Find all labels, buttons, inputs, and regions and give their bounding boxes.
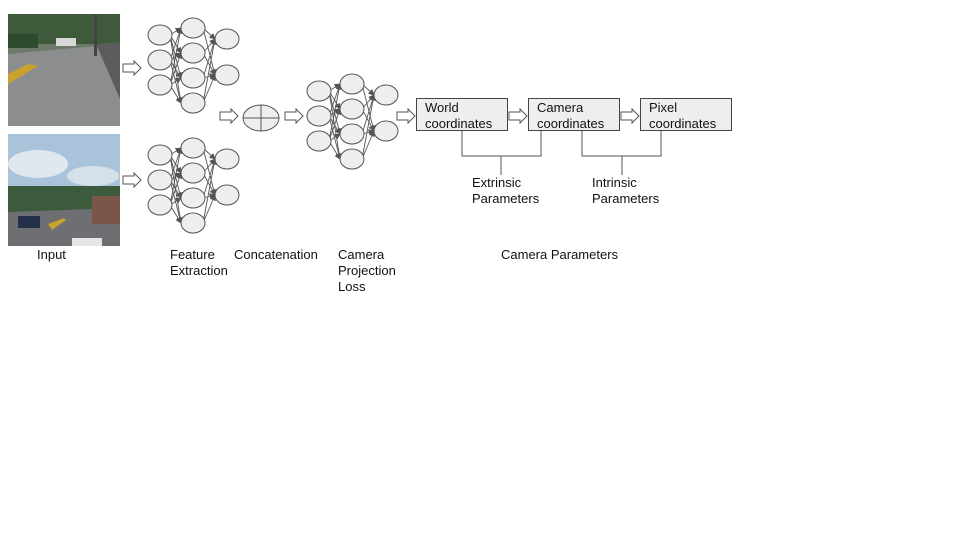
camera-coordinates-box: Camera coordinates [528,98,620,131]
network-node [373,120,399,142]
connection-arrow [361,130,375,160]
connection-arrow [202,147,217,196]
connection-arrow [202,194,216,224]
connection-arrow [202,158,218,224]
network-node [180,42,206,64]
network-node [339,148,365,170]
connection-arrow [202,38,218,104]
network-node [147,144,173,166]
network-node [180,212,206,234]
connection-arrow [328,108,342,142]
network-node [180,137,206,159]
camera-projection-loss-network [306,73,399,170]
network-node [339,98,365,120]
network-node [180,67,206,89]
world-coordinates-box: World coordinates [416,98,508,131]
input-image-top [8,14,120,126]
connection-arrow [169,52,183,86]
concatenation-symbol [242,104,280,132]
input-label: Input [37,247,66,262]
network-node [306,80,332,102]
extrinsic-parameters-label: Extrinsic Parameters [472,175,540,206]
connection-arrow [169,147,184,206]
network-node [180,162,206,184]
extrinsic-bracket [461,131,542,175]
network-node [180,92,206,114]
network-node [147,24,173,46]
network-node [214,28,240,50]
network-node [214,148,240,170]
connection-arrow [361,94,376,135]
camera-projection-loss-label: Camera Projection Loss [338,247,396,294]
network-node [339,73,365,95]
network-node [147,74,173,96]
connection-arrow [169,27,184,86]
connection-arrow [361,94,377,160]
intrinsic-parameters-label: Intrinsic Parameters [592,175,660,206]
flow-arrow [284,107,304,125]
network-node [180,17,206,39]
connection-arrow [328,83,343,142]
connection-arrow [361,83,376,132]
block-arrows [122,59,640,189]
pixel-coordinates-box: Pixel coordinates [640,98,732,131]
network-node [373,84,399,106]
connection-arrow [202,27,217,76]
network-node [339,123,365,145]
network-node [306,105,332,127]
network-node [147,194,173,216]
flow-arrow [508,107,528,125]
feature-extraction-network-bottom [147,137,240,234]
connection-arrow [202,38,217,79]
flow-arrow [396,107,416,125]
feature-extraction-label: Feature Extraction [170,247,228,278]
connection-arrow [169,172,183,206]
connection-arrow [202,158,217,199]
flow-arrow [219,107,239,125]
intrinsic-bracket [581,131,662,175]
network-node [180,187,206,209]
network-node [147,169,173,191]
network-node [214,184,240,206]
flow-arrow [122,171,142,189]
input-image-bottom [8,134,120,246]
network-node [147,49,173,71]
network-node [214,64,240,86]
flow-arrow [620,107,640,125]
connection-arrow [202,172,216,196]
flow-arrow [122,59,142,77]
network-node [306,130,332,152]
connection-arrow [202,52,216,76]
camera-parameters-label: Camera Parameters [501,247,619,262]
concatenation-label: Concatenation [234,247,318,262]
connection-arrow [361,108,375,132]
connection-arrow [202,74,216,104]
feature-extraction-network-top [147,17,240,114]
